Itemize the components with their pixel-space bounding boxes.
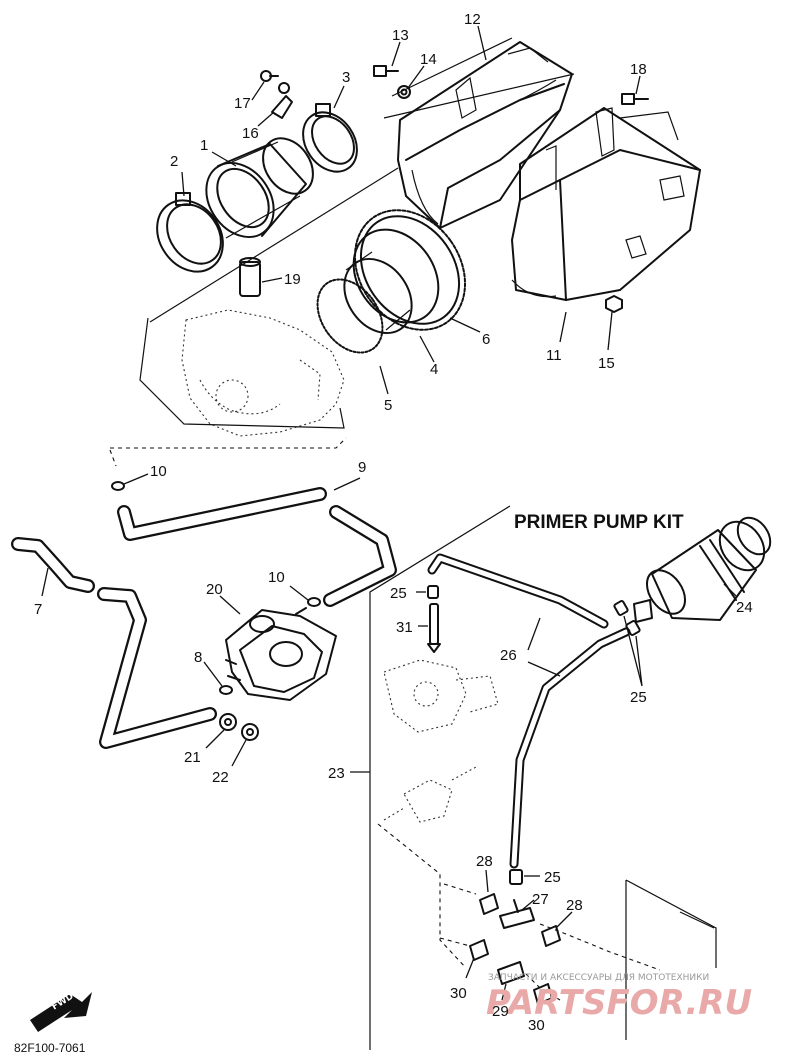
- part-bracket-16: [271, 82, 293, 119]
- part-tee-27: [499, 899, 535, 929]
- part-nut-15: [605, 295, 623, 313]
- fuel-valve-outline: [377, 765, 479, 969]
- callout-29: 29: [492, 1003, 509, 1020]
- callout-23: 23: [328, 765, 345, 782]
- part-nut-21: [205, 713, 237, 749]
- callout-24: 24: [736, 599, 753, 616]
- carburetor-outline: [383, 659, 499, 733]
- callout-17: 17: [234, 95, 251, 112]
- part-bolt-13: [373, 65, 399, 77]
- callout-11: 11: [546, 347, 562, 364]
- callout-10a: 10: [150, 463, 167, 480]
- watermark-brand: PARTSFOR.RU: [486, 983, 752, 1023]
- callout-16: 16: [242, 125, 259, 142]
- callout-22: 22: [212, 769, 229, 786]
- part-fitting-25a: [416, 585, 439, 599]
- part-hose-9: [117, 477, 397, 607]
- callout-7: 7: [34, 601, 42, 618]
- part-fitting-25b: [613, 600, 643, 687]
- callout-30a: 30: [450, 985, 467, 1002]
- part-duct-4: [343, 228, 440, 335]
- part-clamp-3: [302, 103, 358, 173]
- part-fitting-25c: [509, 869, 540, 885]
- callout-15: 15: [598, 355, 615, 372]
- callout-8: 8: [194, 649, 202, 666]
- kit-bracket: [369, 505, 511, 1050]
- callout-26: 26: [500, 647, 517, 664]
- callout-6: 6: [482, 331, 490, 348]
- part-clip-28b: [541, 911, 573, 947]
- part-air-box-cover-12: [397, 41, 573, 229]
- part-clip-10b: [289, 585, 321, 607]
- callout-5: 5: [384, 397, 392, 414]
- part-hose-7: [11, 537, 217, 749]
- engine-outline: [181, 309, 345, 437]
- part-clip-28a: [479, 869, 499, 915]
- part-ring-5: [316, 278, 384, 354]
- part-tube-26: [427, 553, 631, 869]
- callout-27: 27: [532, 891, 549, 908]
- part-clip-30b: [533, 983, 553, 1013]
- callout-14: 14: [420, 51, 437, 68]
- part-bolt-18: [621, 93, 649, 105]
- part-clip-8: [203, 661, 233, 695]
- part-nozzle-31: [418, 603, 441, 653]
- front-arrow-icon: FWD: [30, 992, 92, 1032]
- part-clip-10a: [111, 473, 149, 491]
- part-fuel-pump-20: [219, 595, 337, 701]
- callout-19: 19: [284, 271, 301, 288]
- callout-4: 4: [430, 361, 438, 378]
- callout-21: 21: [184, 749, 201, 766]
- part-joint-29: [497, 961, 525, 1001]
- callout-28b: 28: [566, 897, 583, 914]
- callout-31: 31: [396, 619, 413, 636]
- part-screw-17: [260, 70, 279, 82]
- part-intake-duct-1: [205, 137, 314, 239]
- part-washer-22: [231, 723, 259, 767]
- callout-1: 1: [200, 137, 208, 154]
- watermark-caption: ЗАПЧАСТИ И АКСЕССУАРЫ ДЛЯ МОТОТЕХНИКИ: [488, 973, 709, 983]
- callout-25c: 25: [544, 869, 561, 886]
- part-clamp-2: [156, 192, 224, 273]
- callout-30b: 30: [528, 1017, 545, 1034]
- leaders-top: [181, 25, 641, 395]
- callout-25b: 25: [630, 689, 647, 706]
- callout-28a: 28: [476, 853, 493, 870]
- callout-12: 12: [464, 11, 481, 28]
- part-seal-6: [353, 209, 467, 331]
- callout-2: 2: [170, 153, 178, 170]
- callout-13: 13: [392, 27, 409, 44]
- callout-20: 20: [206, 581, 223, 598]
- callout-18: 18: [630, 61, 647, 78]
- part-air-box-case-11: [511, 107, 701, 301]
- part-clip-30a: [465, 939, 489, 979]
- kit-title: PRIMER PUMP KIT: [514, 512, 684, 533]
- figure-code: 82F100-7061: [14, 1041, 86, 1055]
- callout-10b: 10: [268, 569, 285, 586]
- part-primer-pump-24: [633, 516, 772, 623]
- callout-25a: 25: [390, 585, 407, 602]
- callout-9: 9: [358, 459, 366, 476]
- part-plug-19: [239, 257, 261, 297]
- callout-3: 3: [342, 69, 350, 86]
